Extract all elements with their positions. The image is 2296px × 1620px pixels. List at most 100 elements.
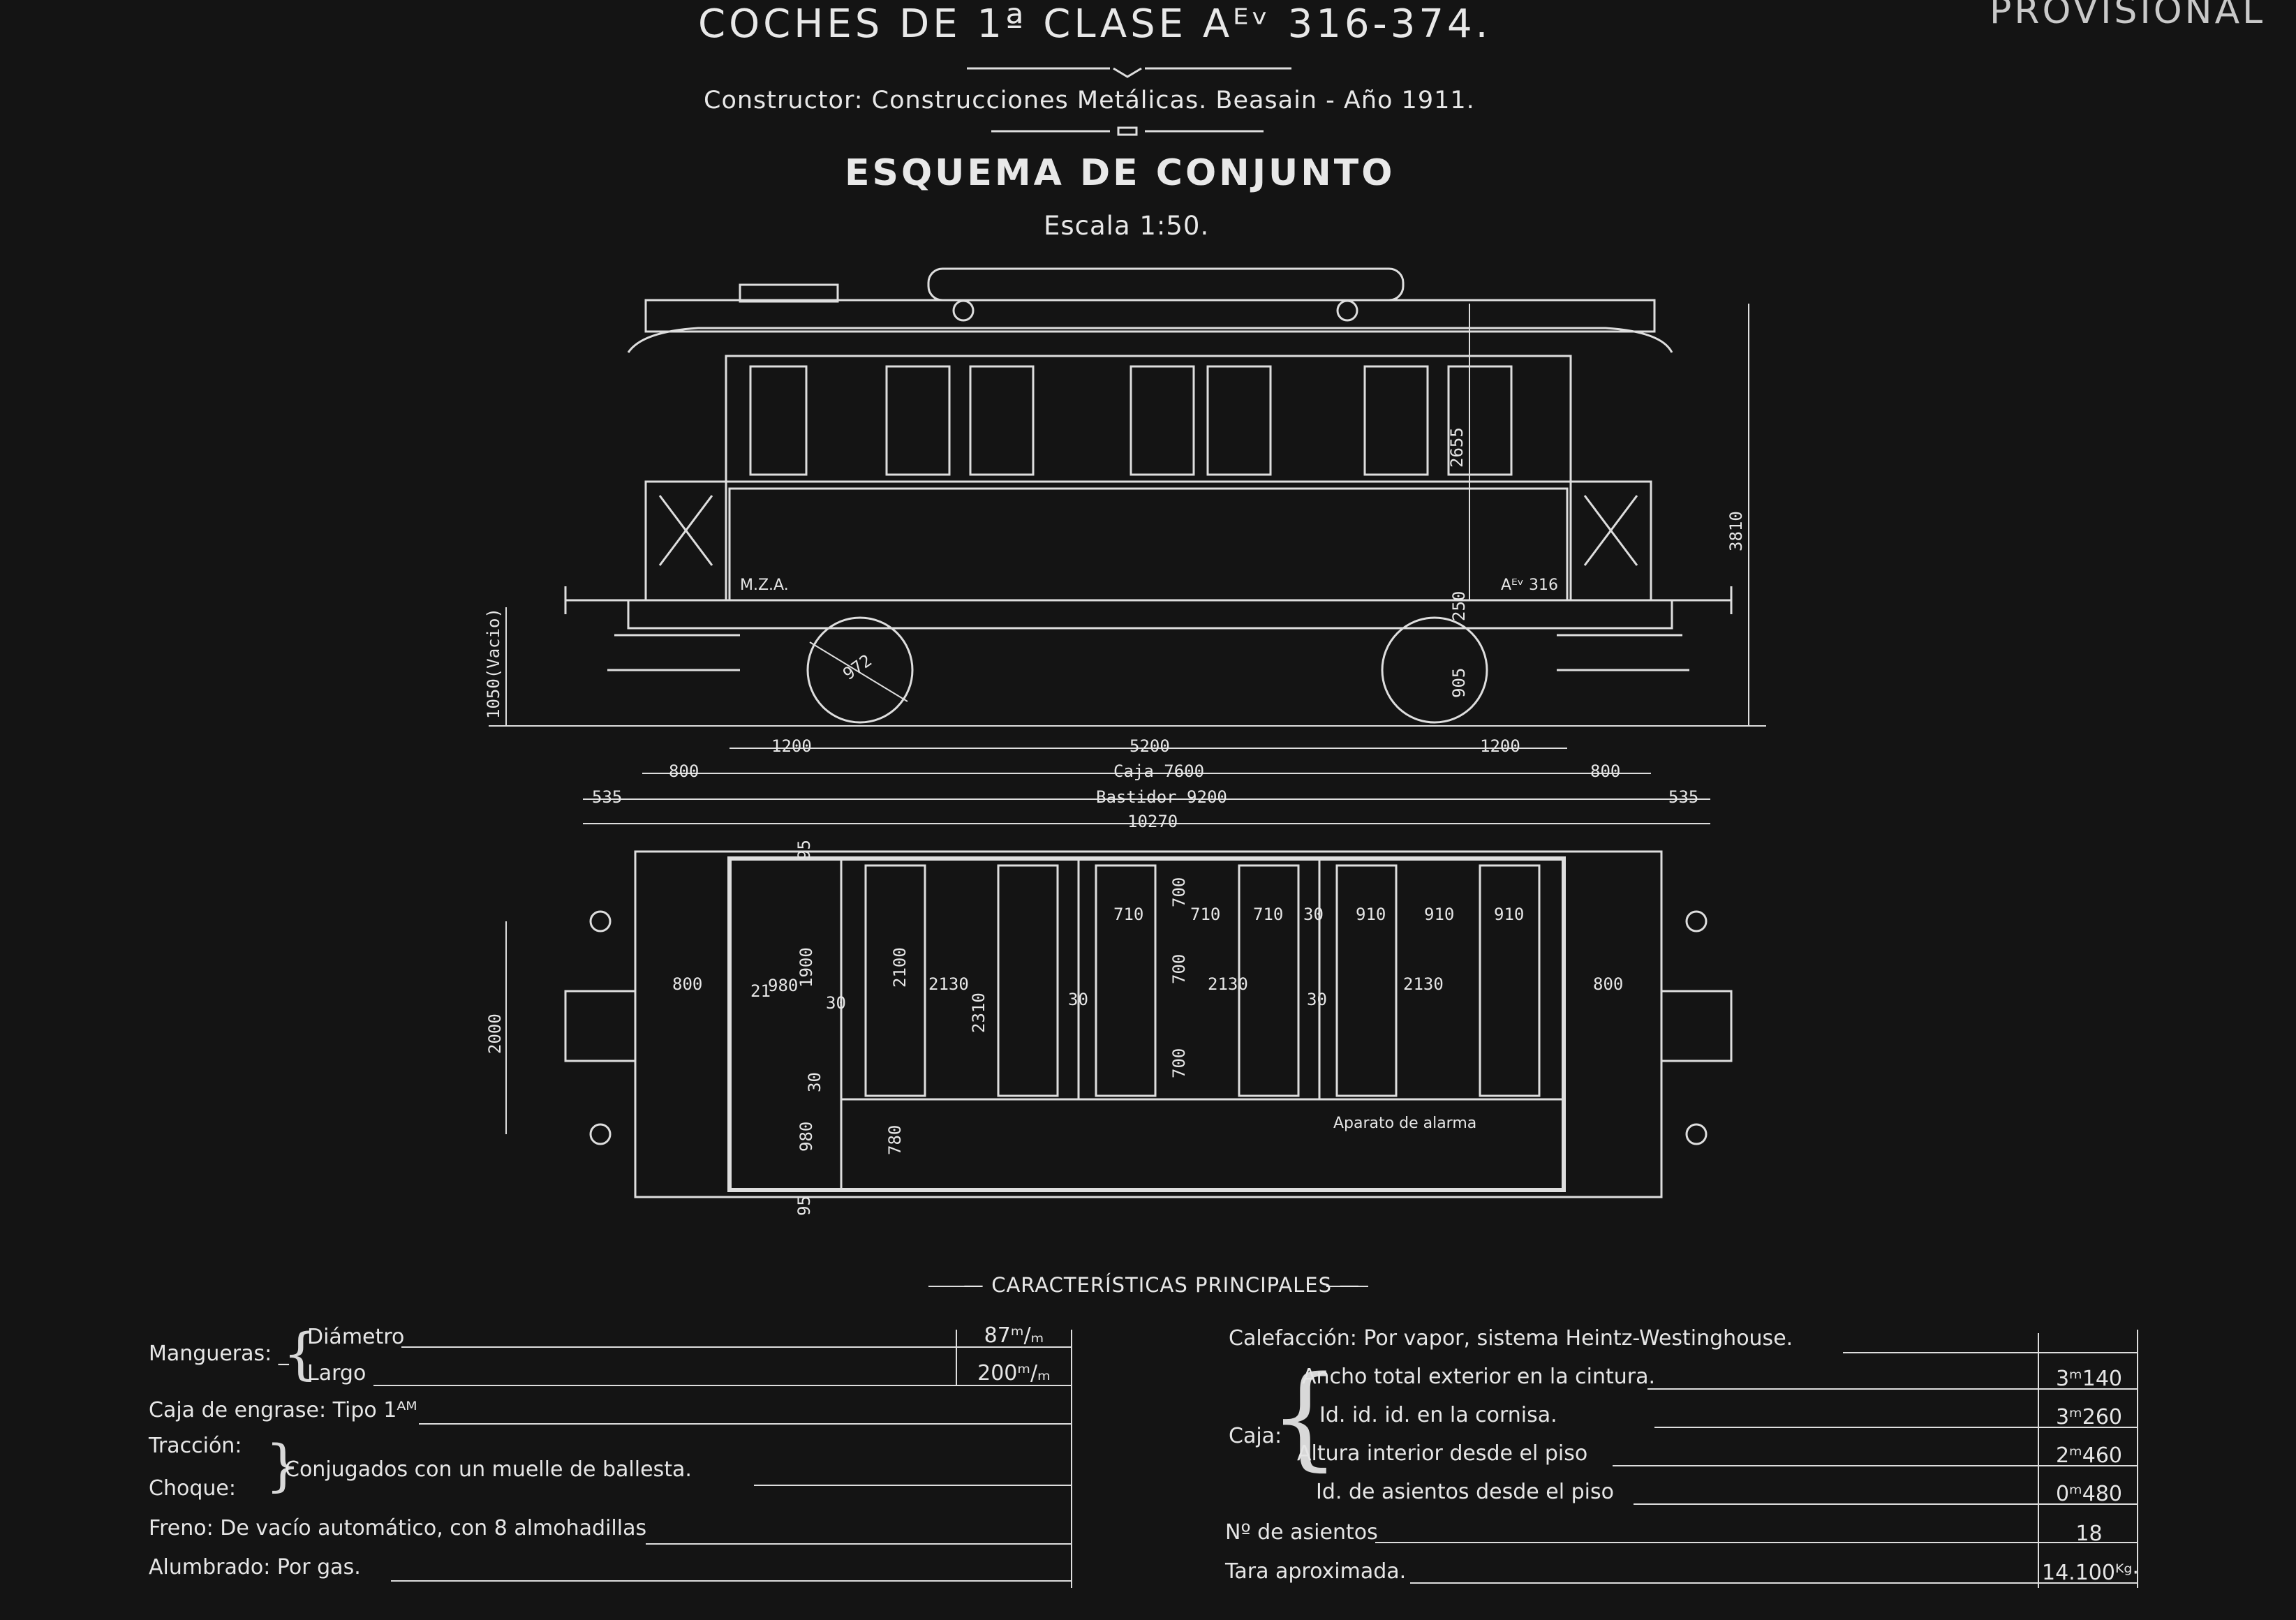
- seat-5: [1335, 864, 1398, 1097]
- plan-780: 780: [885, 1125, 905, 1155]
- dim-height-body: 2655: [1447, 427, 1467, 468]
- plan-30-d: 30: [1307, 990, 1327, 1009]
- underframe: [627, 599, 1673, 630]
- dim-800-left: 800: [669, 761, 699, 781]
- scale-label: Escala 1:50.: [1044, 211, 1210, 241]
- traccion-label: Tracción:: [149, 1434, 242, 1458]
- freno-text: Freno: De vacío automático, con 8 almoha…: [149, 1516, 647, 1540]
- platform-left: [644, 480, 727, 602]
- drawing-title: COCHES DE 1ª CLASE Aᴱᵛ 316-374.: [698, 1, 1492, 47]
- side-elevation: [564, 267, 1733, 724]
- plan-view: [564, 850, 1733, 1198]
- platform-right: [1569, 480, 1652, 602]
- plan-710-c: 710: [1253, 905, 1283, 924]
- roof-vent: [739, 283, 839, 303]
- plan-30-c: 30: [1068, 990, 1088, 1009]
- dim-1200-right: 1200: [1480, 736, 1520, 756]
- plan-2130-b: 2130: [1208, 974, 1248, 994]
- dim-caja: Caja 7600: [1113, 761, 1204, 781]
- scheme-title: ESQUEMA DE CONJUNTO: [845, 152, 1395, 194]
- ancho-cornisa-value: 3ᵐ260: [2055, 1405, 2123, 1429]
- caja-brace: {: [1269, 1351, 1340, 1482]
- hook-top-left: [589, 910, 612, 932]
- hook-top-right: [1685, 910, 1708, 932]
- plan-2100: 2100: [890, 947, 910, 988]
- caja-engrase: Caja de engrase: Tipo 1ᴬᴹ: [149, 1398, 417, 1422]
- dim-step-height: 250: [1449, 591, 1469, 621]
- buffer-right: [1672, 586, 1733, 614]
- dim-535-left: 535: [592, 787, 622, 807]
- dim-plan-width: 2000: [485, 1013, 505, 1054]
- wheel-right: [1381, 616, 1488, 724]
- window-4: [1130, 365, 1195, 476]
- plan-700-b: 700: [1169, 954, 1189, 984]
- plan-30-b: 30: [805, 1072, 824, 1092]
- diametro-label: Diámetro: [307, 1325, 405, 1349]
- hook-bottom-right: [1685, 1123, 1708, 1145]
- ancho-cintura-label: Ancho total exterior en la cintura.: [1302, 1365, 1656, 1389]
- plan-2310: 2310: [969, 993, 988, 1033]
- mangueras-label: Mangueras: _: [149, 1342, 289, 1366]
- largo-label: Largo: [307, 1361, 366, 1385]
- title-ornament: [1113, 67, 1142, 78]
- side-dimensions: [489, 304, 1766, 824]
- plan-910-a: 910: [1356, 905, 1386, 924]
- buffer-left: [564, 586, 628, 614]
- dim-800-right: 800: [1590, 761, 1620, 781]
- plan-980-b: 980: [797, 1122, 816, 1152]
- platform-right-cross: [1583, 495, 1638, 566]
- altura-asientos-label: Id. de asientos desde el piso: [1316, 1480, 1614, 1504]
- roof-clerestory: [644, 299, 1656, 333]
- plan-980-a: 980: [768, 976, 798, 995]
- window-7: [1447, 365, 1513, 476]
- lower-body: [728, 487, 1569, 602]
- dim-axle-height: 905: [1449, 668, 1469, 698]
- plan-95-bottom: 95: [794, 1196, 814, 1216]
- roof-curve: [627, 327, 1673, 353]
- dim-535-right: 535: [1668, 787, 1698, 807]
- tara-label: Tara aproximada.: [1225, 1559, 1407, 1584]
- asientos-value: 18: [2075, 1522, 2103, 1546]
- plan-30-e: 30: [1303, 905, 1324, 924]
- ancho-cornisa-label: Id. id. id. en la cornisa.: [1319, 1403, 1557, 1427]
- side-marking-right: Aᴱᵛ 316: [1501, 577, 1558, 594]
- tara-value: 14.100ᴷᵍ·: [2042, 1561, 2140, 1585]
- specs-table: [373, 1286, 2138, 1588]
- traccion-brace: }: [265, 1433, 301, 1498]
- window-6: [1363, 365, 1429, 476]
- dim-bastidor: Bastidor 9200: [1096, 787, 1227, 807]
- roof-lamp-2: [1336, 299, 1358, 322]
- caja-label: Caja:: [1229, 1424, 1282, 1448]
- dim-wheelbase: 5200: [1130, 736, 1170, 756]
- plan-body: [727, 856, 1566, 1192]
- specs-title: — CARACTERÍSTICAS PRINCIPALES —: [963, 1273, 1361, 1297]
- window-1: [749, 365, 808, 476]
- dim-total: 10270: [1127, 812, 1178, 831]
- plan-800-right: 800: [1593, 974, 1623, 994]
- roof-gas-tank: [927, 267, 1405, 302]
- window-5: [1206, 365, 1272, 476]
- dim-buffer-height: 1050(Vacio): [484, 608, 503, 719]
- altura-asientos-value: 0ᵐ480: [2055, 1482, 2123, 1506]
- plan-2130-c: 2130: [1403, 974, 1444, 994]
- mangueras-brace: {: [283, 1321, 318, 1386]
- plan-800-left: 800: [672, 974, 702, 994]
- plan-21: 21: [750, 981, 771, 1001]
- buffer-plan-left: [564, 990, 637, 1062]
- seat-1: [864, 864, 926, 1097]
- plan-910-b: 910: [1424, 905, 1454, 924]
- roof-lamp-1: [952, 299, 975, 322]
- asientos-label: Nº de asientos: [1225, 1520, 1378, 1545]
- window-3: [969, 365, 1035, 476]
- altura-interior-label: Altura interior desde el piso: [1297, 1441, 1588, 1466]
- plan-710-b: 710: [1190, 905, 1220, 924]
- alumbrado-text: Alumbrado: Por gas.: [149, 1555, 361, 1580]
- seat-4: [1238, 864, 1300, 1097]
- plan-710-a: 710: [1113, 905, 1143, 924]
- diametro-value: 87ᵐ/ₘ: [984, 1323, 1044, 1348]
- platform-left-cross: [658, 495, 713, 566]
- dim-1200-left: 1200: [771, 736, 812, 756]
- provisional-stamp: PROVISIONAL: [1990, 0, 2266, 32]
- window-2: [885, 365, 951, 476]
